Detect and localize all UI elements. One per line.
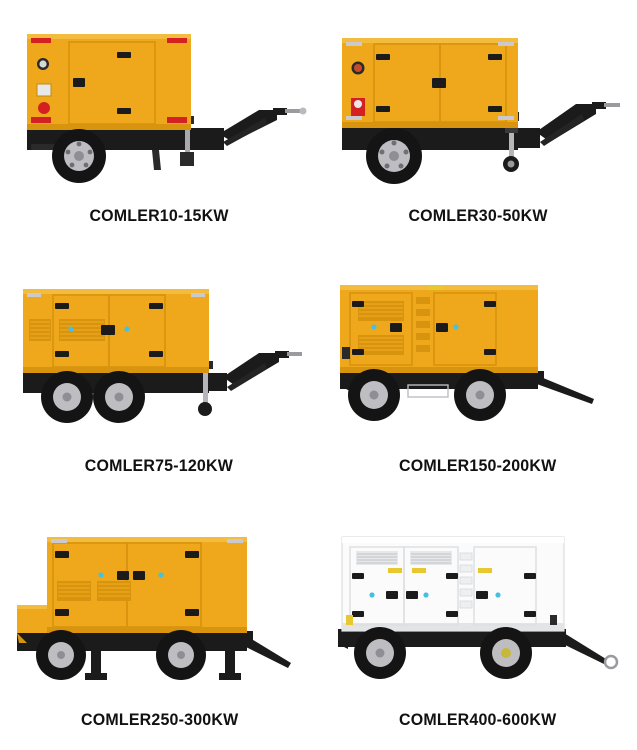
product-cell-comler-75-120kw[interactable]: COMLER75-120KW (0, 250, 319, 500)
product-caption: COMLER75-120KW (85, 456, 234, 475)
product-image-comler-10-15kw (0, 0, 319, 206)
generator-illustration (341, 37, 620, 184)
product-caption: COMLER400-600KW (399, 710, 557, 729)
product-image-comler-400-600kw (319, 500, 637, 710)
product-cell-comler-150-200kw[interactable]: COMLER150-200KW (319, 250, 637, 500)
product-caption: COMLER10-15KW (89, 206, 229, 225)
generator-illustration (337, 535, 618, 679)
product-cell-comler-10-15kw[interactable]: COMLER10-15KW (0, 0, 319, 250)
product-image-comler-250-300kw (0, 500, 319, 710)
product-image-comler-30-50kw (319, 0, 637, 206)
product-caption: COMLER250-300KW (80, 710, 238, 729)
product-caption: COMLER150-200KW (399, 456, 557, 475)
generator-illustration (23, 289, 303, 423)
product-image-comler-75-120kw (0, 250, 319, 456)
product-image-comler-150-200kw (319, 250, 637, 456)
generator-illustration (27, 33, 307, 183)
generator-illustration (17, 536, 292, 680)
product-cell-comler-400-600kw[interactable]: COMLER400-600KW (319, 500, 637, 750)
generator-illustration (339, 285, 594, 421)
product-caption: COMLER30-50KW (408, 206, 548, 225)
product-cell-comler-250-300kw[interactable]: COMLER250-300KW (0, 500, 319, 750)
product-cell-comler-30-50kw[interactable]: COMLER30-50KW (319, 0, 637, 250)
